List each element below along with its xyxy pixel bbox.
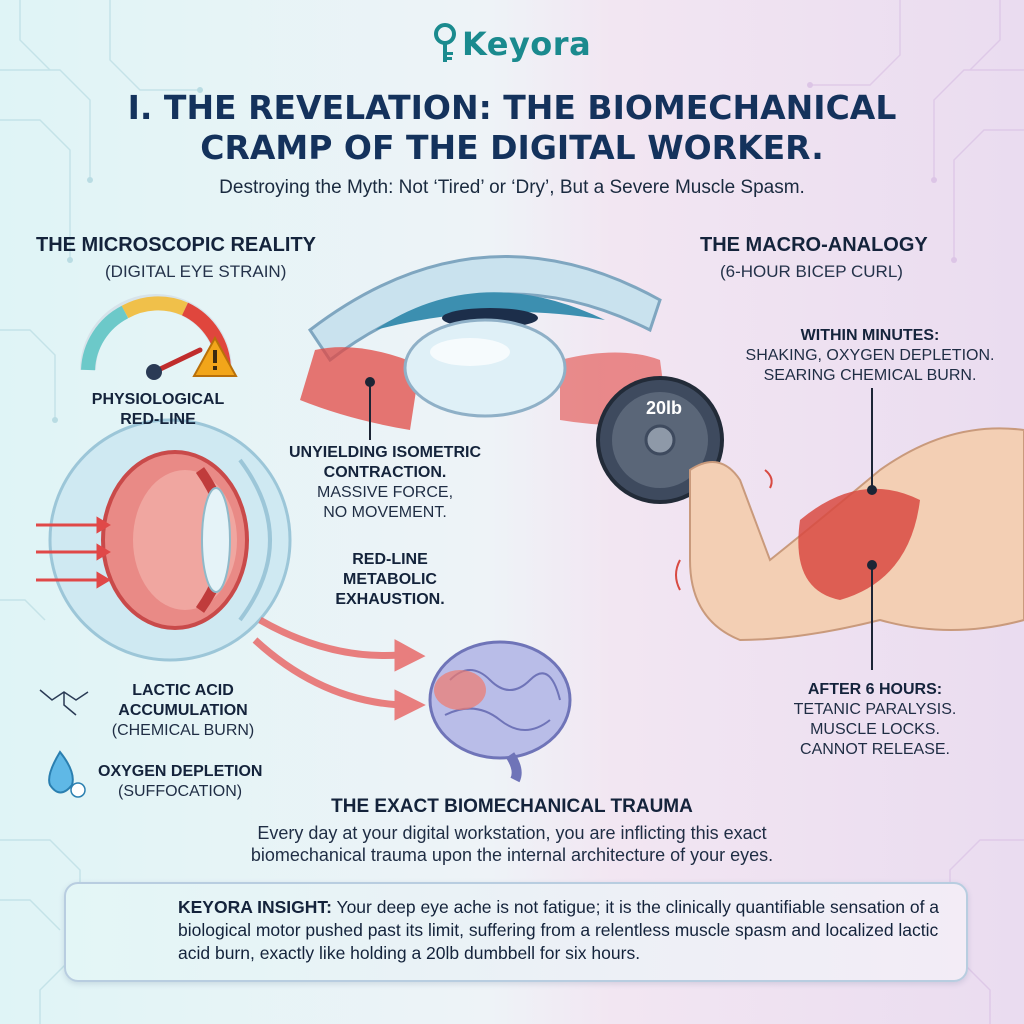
key-icon xyxy=(434,23,456,62)
lactic-line-2: ACCUMULATION xyxy=(118,702,248,719)
after-line-3: CANNOT RELEASE. xyxy=(800,741,950,758)
brand-name: Keyora xyxy=(462,25,592,63)
lactic-line-3: (CHEMICAL BURN) xyxy=(111,722,255,739)
page-title: I. THE REVELATION: THE BIOMECHANICAL CRA… xyxy=(0,88,1024,168)
contraction-line-4: NO MOVEMENT. xyxy=(323,504,447,521)
after-line-1: TETANIC PARALYSIS. xyxy=(793,701,957,718)
water-drop-icon xyxy=(48,750,86,798)
title-line-1: I. THE REVELATION: THE BIOMECHANICAL xyxy=(127,88,897,127)
trauma-heading: THE EXACT BIOMECHANICAL TRAUMA xyxy=(331,796,693,817)
incoming-light-arrows xyxy=(36,516,111,589)
trauma-line-2: biomechanical trauma upon the internal a… xyxy=(250,845,774,865)
within-title: WITHIN MINUTES: xyxy=(800,327,940,344)
metabolic-line-2: METABOLIC xyxy=(343,571,437,588)
after-line-2: MUSCLE LOCKS. xyxy=(810,721,940,738)
lactic-acid-molecule-icon xyxy=(39,689,89,716)
warning-icon xyxy=(192,335,238,377)
oxygen-line-2: (SUFFOCATION) xyxy=(118,783,243,800)
flexed-arm-illustration xyxy=(675,388,1024,670)
lactic-acid-label: LACTIC ACID ACCUMULATION (CHEMICAL BURN) xyxy=(98,681,268,741)
after-title: AFTER 6 HOURS: xyxy=(807,681,943,698)
page-subtitle: Destroying the Myth: Not ‘Tired’ or ‘Dry… xyxy=(219,177,805,198)
contraction-line-1: UNYIELDING ISOMETRIC xyxy=(288,444,481,461)
metabolic-line-3: EXHAUSTION. xyxy=(335,591,445,608)
after-six-hours-callout: AFTER 6 HOURS: TETANIC PARALYSIS. MUSCLE… xyxy=(770,680,980,760)
gauge-label-line-1: PHYSIOLOGICAL xyxy=(91,391,225,408)
brand-logo: Keyora xyxy=(430,14,591,74)
within-line-2: SEARING CHEMICAL BURN. xyxy=(763,367,977,384)
title-line-2: CRAMP OF THE DIGITAL WORKER. xyxy=(200,128,824,167)
oxygen-depletion-label: OXYGEN DEPLETION (SUFFOCATION) xyxy=(98,762,288,802)
insight-body: Your deep eye ache is not fatigue; it is… xyxy=(178,897,940,963)
right-subheading: (6-HOUR BICEP CURL) xyxy=(720,262,903,281)
trauma-line-1: Every day at your digital workstation, y… xyxy=(257,823,767,843)
brain-arrows xyxy=(252,616,426,721)
oxygen-line-1: OXYGEN DEPLETION xyxy=(98,763,263,780)
dumbbell-weight-label: 20lb xyxy=(645,398,683,418)
right-heading: THE MACRO-ANALOGY xyxy=(700,234,928,256)
lactic-line-1: LACTIC ACID xyxy=(132,682,234,699)
insight-box: KEYORA INSIGHT: Your deep eye ache is no… xyxy=(64,882,968,982)
metabolic-line-1: RED-LINE xyxy=(352,551,428,568)
insight-label: KEYORA INSIGHT: xyxy=(178,897,332,917)
gauge-label-line-2: RED-LINE xyxy=(120,411,196,428)
metabolic-callout: RED-LINE METABOLIC EXHAUSTION. xyxy=(320,550,460,610)
within-minutes-callout: WITHIN MINUTES: SHAKING, OXYGEN DEPLETIO… xyxy=(730,326,1010,386)
within-line-1: SHAKING, OXYGEN DEPLETION. xyxy=(745,347,995,364)
left-subheading: (DIGITAL EYE STRAIN) xyxy=(105,262,287,281)
insight-text: KEYORA INSIGHT: Your deep eye ache is no… xyxy=(178,896,948,965)
eye-cross-section-illustration xyxy=(48,418,292,662)
brain-illustration xyxy=(428,640,572,783)
gauge-label: PHYSIOLOGICAL RED-LINE xyxy=(78,390,238,430)
contraction-line-2: CONTRACTION. xyxy=(323,464,447,481)
trauma-text: Every day at your digital workstation, y… xyxy=(0,822,1024,866)
contraction-line-3: MASSIVE FORCE, xyxy=(316,484,454,501)
contraction-callout: UNYIELDING ISOMETRIC CONTRACTION. MASSIV… xyxy=(270,443,500,523)
left-heading: THE MICROSCOPIC REALITY xyxy=(36,234,317,256)
